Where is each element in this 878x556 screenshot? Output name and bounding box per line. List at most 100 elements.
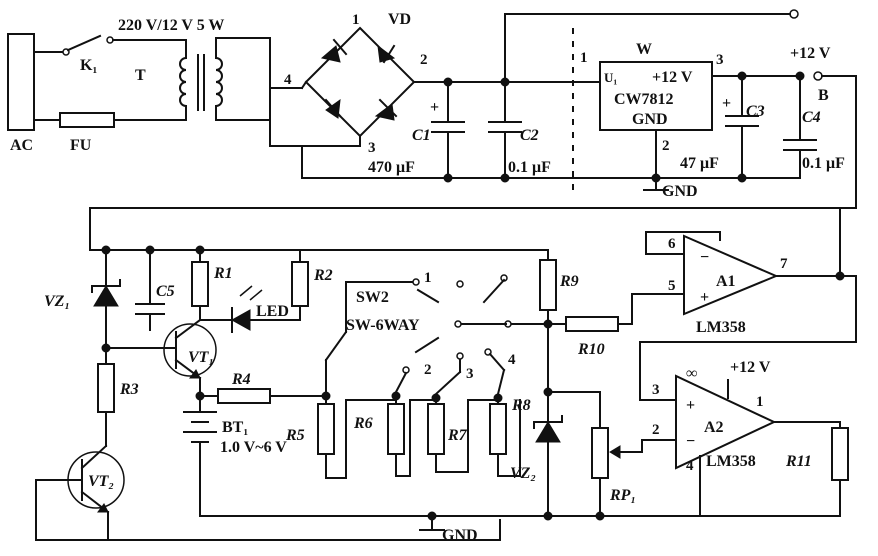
a1-pin7-label: 7: [780, 256, 788, 272]
a2-minus: −: [686, 433, 695, 450]
c4-label: C4: [802, 109, 821, 126]
c3-value-label: 47 μF: [680, 155, 719, 172]
c1-value-label: 470 μF: [368, 159, 415, 176]
bt1-range-label: 1.0 V~6 V: [220, 439, 287, 456]
zener-vz1: [91, 249, 121, 353]
bridge-label: VD: [388, 11, 411, 28]
a2-plus: +: [686, 397, 695, 414]
ac-plug: [7, 33, 35, 131]
a2-inf-label: ∞: [686, 365, 697, 382]
regulator-u1-label: U₁: [604, 70, 617, 85]
a1-label: A1: [716, 273, 736, 290]
capacitor-c3: [725, 71, 759, 183]
ground-symbol-top: [643, 177, 669, 191]
r3-label: R3: [119, 381, 139, 398]
top-terminal: [789, 9, 799, 19]
r1-label: R1: [213, 265, 233, 282]
vt2-label: VT₂: [88, 473, 114, 490]
sw-pos4-label: 4: [508, 352, 516, 368]
regulator-cw7812: [599, 61, 801, 183]
opamp-a2: [639, 275, 857, 517]
potentiometer-rp1: [591, 391, 677, 517]
resistor-r10: [547, 293, 685, 332]
terminal-b: [813, 71, 823, 81]
transformer-t: [139, 37, 271, 121]
c5-label: C5: [156, 283, 175, 300]
plus12-top-label: +12 V: [790, 45, 831, 62]
sw2-type-label: SW-6WAY: [346, 317, 420, 334]
a2-model-label: LM358: [706, 453, 756, 470]
capacitor-c1: [431, 77, 465, 183]
ac-label: AC: [10, 137, 33, 154]
opamp-a1: [645, 207, 845, 316]
resistor-r11: [831, 421, 849, 517]
vz2-label: VZ₂: [510, 465, 536, 482]
r7-label: R7: [447, 427, 468, 444]
r8-label: R8: [511, 397, 531, 414]
switch-k1: [33, 34, 141, 56]
r10-label: R10: [577, 341, 605, 358]
r9-label: R9: [559, 273, 579, 290]
regulator-w-label: W: [636, 41, 652, 58]
transistor-vt1: [105, 318, 217, 401]
c1-plus: +: [430, 99, 439, 116]
transformer-rating-label: 220 V/12 V 5 W: [118, 17, 224, 34]
bt1-label: BT₁: [222, 419, 248, 436]
c3-label: C3: [746, 103, 765, 120]
vt1-label: VT₁: [188, 349, 214, 366]
regulator-pin2-label: 2: [662, 138, 670, 154]
k1-label: K₁: [80, 57, 97, 74]
a1-model-label: LM358: [696, 319, 746, 336]
fu-label: FU: [70, 137, 92, 154]
resistor-r1: [191, 249, 209, 321]
switch-sw2: [324, 274, 549, 397]
regulator-model-label: CW7812: [614, 91, 674, 108]
bridge-pin2-label: 2: [420, 52, 428, 68]
a2-pin2-label: 2: [652, 422, 660, 438]
a1-pin6-label: 6: [668, 236, 676, 252]
battery-bt1: [183, 395, 217, 517]
zener-vz2: [533, 387, 601, 443]
node-b-label: B: [818, 87, 829, 104]
r2-label: R2: [313, 267, 333, 284]
regulator-gnd-label: GND: [632, 111, 668, 128]
capacitor-c4: [783, 71, 817, 179]
resistor-r7: [427, 393, 499, 473]
bridge-pin1-label: 1: [352, 12, 360, 28]
resistor-r3: [97, 347, 115, 441]
ground-symbol-bottom: [419, 515, 445, 531]
bridge-pin4-label: 4: [284, 72, 292, 88]
resistor-r2: [291, 249, 309, 321]
capacitor-c5: [135, 249, 165, 331]
rp1-label: RP₁: [609, 487, 636, 504]
a2-pin4-label: 4: [686, 458, 694, 474]
section-1-label: 1: [580, 50, 588, 66]
resistor-r9: [539, 249, 557, 517]
a2-label: A2: [704, 419, 724, 436]
r4-label: R4: [231, 371, 251, 388]
a1-minus: −: [700, 249, 709, 266]
a2-pin1-label: 1: [756, 394, 764, 410]
bridge-pin3-label: 3: [368, 140, 376, 156]
led: [199, 285, 301, 333]
c3-plus: +: [722, 95, 731, 112]
c4-value-label: 0.1 μF: [802, 155, 845, 172]
regulator-pin3-label: 3: [716, 52, 724, 68]
r6-label: R6: [353, 415, 373, 432]
sw-pos1-label: 1: [424, 270, 432, 286]
r5-label: R5: [285, 427, 305, 444]
c2-value-label: 0.1 μF: [508, 159, 551, 176]
vz1-label: VZ₁: [44, 293, 70, 310]
gnd-bottom-label: GND: [442, 527, 478, 544]
sw-pos2-label: 2: [424, 362, 432, 378]
a2-supply-label: +12 V: [730, 359, 771, 376]
sw-pos3-label: 3: [466, 366, 474, 382]
resistor-r6: [387, 391, 437, 477]
fuse-fu: [33, 112, 187, 128]
resistor-r4: [199, 388, 327, 404]
c2-label: C2: [520, 127, 539, 144]
a1-plus: +: [700, 289, 709, 306]
r11-label: R11: [785, 453, 812, 470]
sw2-label: SW2: [356, 289, 389, 306]
